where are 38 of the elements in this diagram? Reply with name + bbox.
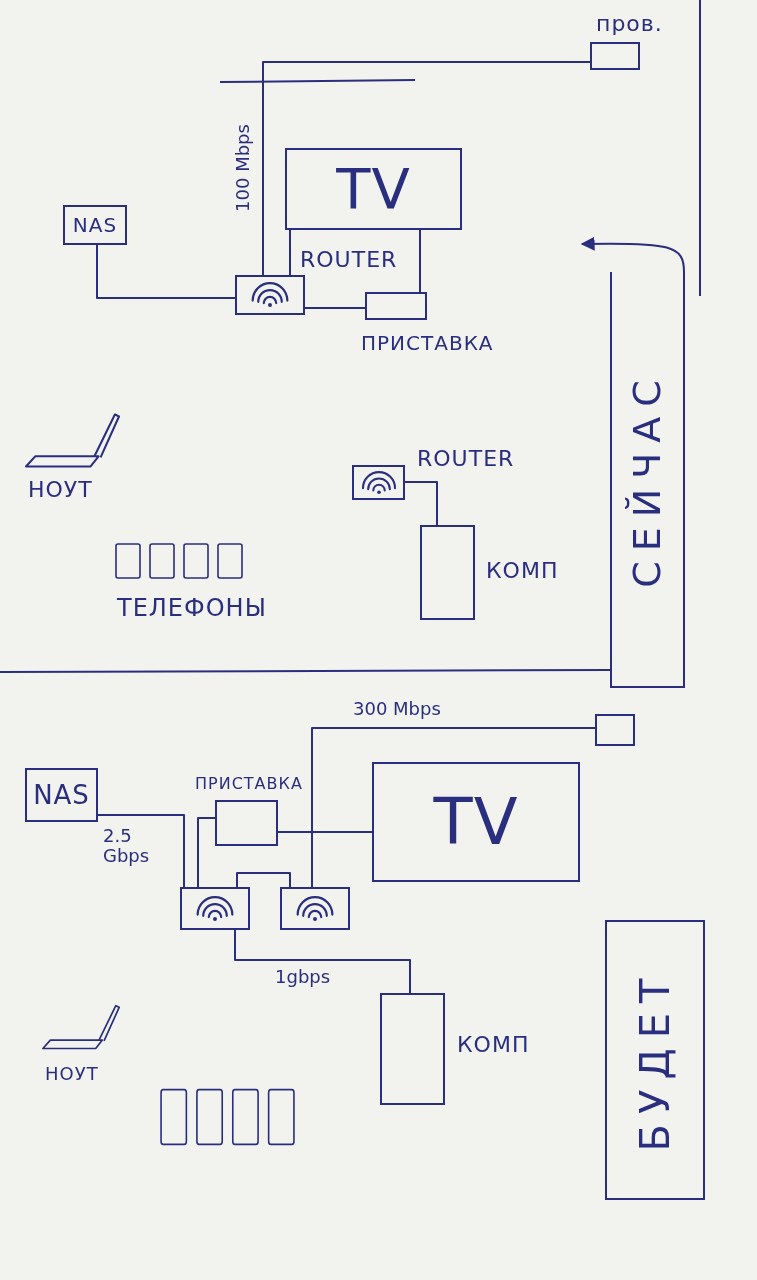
connector-line xyxy=(289,229,291,276)
node-label: ПРИСТАВКА xyxy=(195,775,303,793)
connector-line xyxy=(304,307,366,309)
node-label: НОУТ xyxy=(28,478,93,503)
connector-line xyxy=(419,229,421,293)
router-box xyxy=(180,887,250,930)
connector-line xyxy=(96,244,236,299)
node-label: TV xyxy=(336,158,411,220)
tv-box xyxy=(285,148,462,230)
node-label: TV xyxy=(433,786,519,858)
provider-box xyxy=(595,714,635,746)
section-label: СЕЙЧАС xyxy=(626,370,669,588)
node-label: пров. xyxy=(596,12,663,37)
side-frame xyxy=(605,920,705,1200)
node-label: ROUTER xyxy=(300,248,398,273)
tv-box xyxy=(372,762,580,882)
arrow xyxy=(580,236,685,273)
connector-line xyxy=(404,481,438,526)
connector-line xyxy=(97,814,185,888)
connector-line xyxy=(262,61,591,276)
router-box xyxy=(280,887,350,930)
connector-line xyxy=(234,929,411,994)
node-label: NAS xyxy=(72,214,118,236)
node-label: КОМП xyxy=(486,559,559,584)
connector-line xyxy=(277,831,373,833)
node-label: НОУТ xyxy=(45,1064,99,1084)
node-label: КОМП xyxy=(457,1033,530,1058)
node-label: NAS xyxy=(33,780,90,810)
connector-line xyxy=(197,817,216,888)
node-label: ТЕЛЕФОНЫ xyxy=(117,595,267,622)
nas-box xyxy=(25,768,98,822)
side-frame xyxy=(610,272,685,688)
connector-line xyxy=(311,727,596,888)
section-label: БУДЕТ xyxy=(633,968,677,1152)
connector-line xyxy=(236,872,291,888)
nas-box xyxy=(63,205,127,245)
node-label: ПРИСТАВКА xyxy=(361,332,494,354)
node-label: ROUTER xyxy=(417,447,515,472)
